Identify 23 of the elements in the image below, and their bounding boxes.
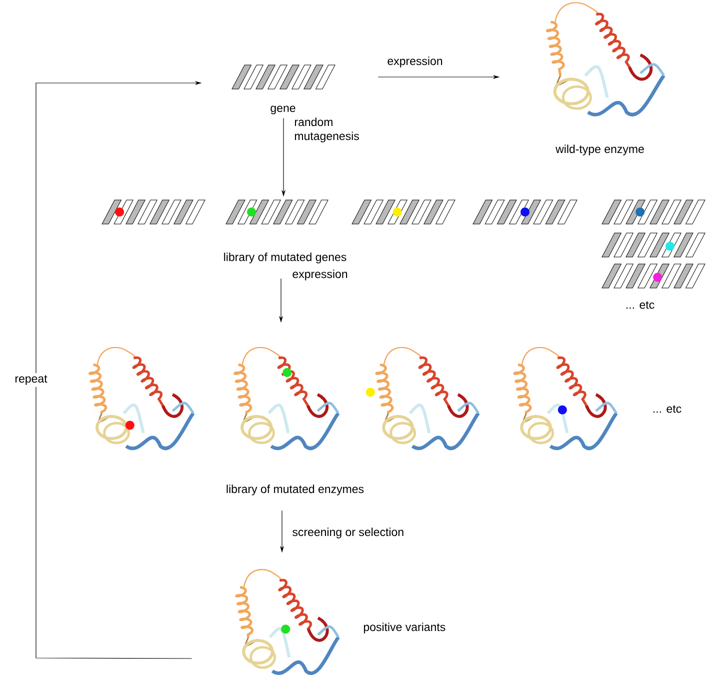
protein-drawing	[513, 346, 618, 450]
dna-drawing	[602, 232, 706, 258]
protein-drawing	[88, 346, 195, 450]
node-label: wild-type enzyme	[556, 144, 644, 156]
dna-drawing	[602, 200, 706, 224]
node-label: positive variants	[364, 622, 446, 634]
etc-label: ... etc	[626, 301, 654, 309]
protein-drawing	[366, 346, 480, 450]
dna-drawing	[226, 200, 328, 224]
protein-drawing	[234, 346, 340, 450]
dna-drawing	[102, 200, 206, 224]
etc-label: ... etc	[653, 405, 682, 413]
edge-label: repeat	[12, 373, 50, 387]
edge-label: screening or selection	[292, 528, 404, 538]
edge-label: expression	[388, 56, 442, 68]
dna-drawing	[602, 264, 706, 288]
edge-label: random mutagenesis	[294, 118, 359, 142]
dna-drawing	[472, 200, 578, 224]
edge-label: expression	[292, 270, 348, 280]
caption: library of mutated enzymes	[226, 484, 364, 496]
caption: library of mutated genes	[224, 252, 346, 264]
dna-drawing	[352, 200, 456, 224]
node-label: gene	[270, 106, 296, 114]
